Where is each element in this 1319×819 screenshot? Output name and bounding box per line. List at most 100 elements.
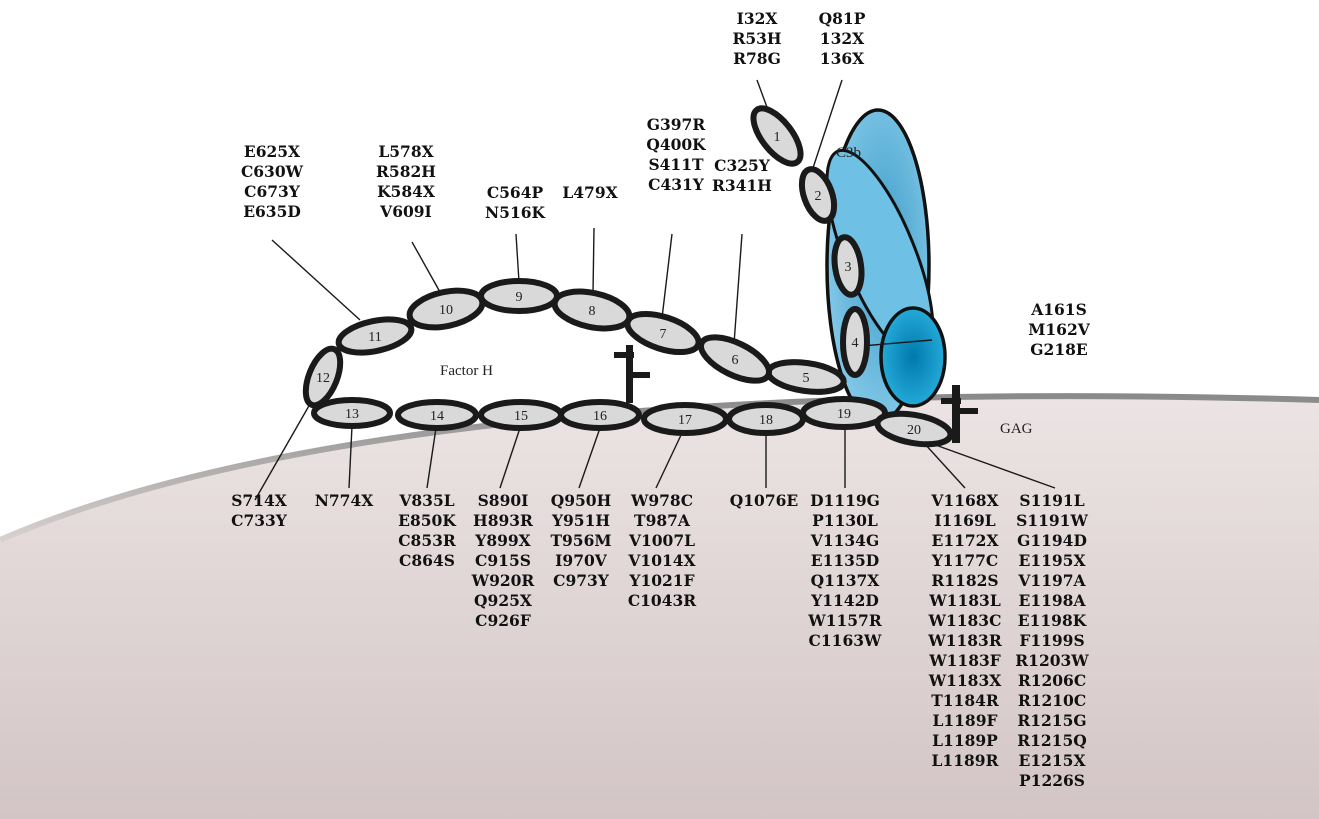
- mutation-label: V835L: [398, 491, 454, 510]
- leader-line: [593, 228, 594, 293]
- mutation-label: R1203W: [1015, 651, 1089, 670]
- scr-domain-number: 16: [593, 409, 607, 424]
- mutation-label: G397R: [647, 115, 706, 134]
- mutation-label: V1014X: [627, 551, 696, 570]
- mutation-label: L1189P: [932, 731, 998, 750]
- mutation-label: D1119G: [810, 491, 880, 510]
- mutation-label: G1194D: [1017, 531, 1087, 550]
- scr-domain-number: 13: [345, 407, 359, 422]
- mutation-label: R341H: [712, 176, 772, 195]
- mutation-label: Q1137X: [811, 571, 881, 590]
- mutation-label: R78G: [733, 49, 781, 68]
- scr-domain-number: 18: [759, 413, 773, 428]
- mutation-label: L578X: [378, 142, 434, 161]
- mutation-label: T987A: [634, 511, 691, 530]
- mutation-label: Q925X: [474, 591, 533, 610]
- mutation-label: C630W: [241, 162, 304, 181]
- mutation-label: I1169L: [934, 511, 995, 530]
- scr-domain-number: 3: [845, 260, 852, 275]
- mutation-label: L1189R: [932, 751, 999, 770]
- mutation-label: R53H: [732, 29, 781, 48]
- leader-line: [272, 240, 360, 320]
- mutation-label: E1135D: [811, 551, 879, 570]
- mutation-label: Y951H: [551, 511, 610, 530]
- mutation-label: H893R: [473, 511, 533, 530]
- leader-line: [516, 234, 519, 282]
- mutation-label: Q1076E: [730, 491, 799, 510]
- mutation-group: S1191LS1191WG1194DE1195XV1197AE1198AE119…: [1015, 491, 1089, 790]
- gag-label: GAG: [1000, 421, 1033, 437]
- scr-domain-number: 8: [589, 304, 596, 319]
- mutation-label: V1007L: [628, 531, 695, 550]
- mutation-label: R1206C: [1018, 671, 1086, 690]
- mutation-label: G218E: [1030, 340, 1088, 359]
- mutation-label: Q400K: [646, 135, 706, 154]
- leader-line: [412, 242, 440, 292]
- mutation-label: W1183R: [927, 631, 1002, 650]
- mutation-label: E1215X: [1019, 751, 1087, 770]
- mutation-label: I970V: [555, 551, 608, 570]
- mutation-label: N774X: [315, 491, 375, 510]
- leader-line: [662, 234, 672, 318]
- mutation-label: R1182S: [931, 571, 998, 590]
- mutation-label: L1189F: [932, 711, 997, 730]
- scr-domain-number: 20: [907, 423, 921, 438]
- mutation-label: C733Y: [231, 511, 288, 530]
- mutation-label: C853R: [398, 531, 456, 550]
- mutation-label: W1183X: [928, 671, 1003, 690]
- mutation-group: Q1076E: [730, 491, 799, 510]
- scr-domain-number: 17: [678, 413, 692, 428]
- scr-domain-number: 9: [516, 290, 523, 305]
- mutation-label: I32X: [737, 9, 779, 28]
- mutation-group: A161SM162VG218E: [1028, 300, 1091, 359]
- mutation-label: E1198A: [1019, 591, 1087, 610]
- mutation-group: G397RQ400KS411TC431Y: [646, 115, 706, 194]
- mutation-label: S890I: [478, 491, 529, 510]
- scr-domain-number: 7: [660, 327, 667, 342]
- gag-anchor-left: [614, 345, 650, 403]
- mutation-label: Q81P: [819, 9, 866, 28]
- mutation-label: N516K: [485, 203, 546, 222]
- scr-domain-number: 5: [803, 371, 810, 386]
- mutation-label: T956M: [550, 531, 611, 550]
- mutation-label: C915S: [475, 551, 531, 570]
- scr-domain-number: 1: [774, 130, 781, 145]
- mutation-label: V1134G: [810, 531, 879, 550]
- mutation-label: Q950H: [551, 491, 612, 510]
- mutation-label: 136X: [820, 49, 865, 68]
- mutation-label: R1210C: [1018, 691, 1086, 710]
- mutation-group: N774X: [315, 491, 375, 510]
- mutation-label: L479X: [562, 183, 618, 202]
- mutation-label: W978C: [630, 491, 693, 510]
- scr-domain-number: 14: [430, 409, 444, 424]
- mutation-label: S411T: [648, 155, 704, 174]
- leader-line: [734, 234, 742, 344]
- scr-domain-number: 6: [732, 353, 739, 368]
- mutation-group: Q950HY951HT956MI970VC973Y: [550, 491, 611, 590]
- mutation-label: S1191L: [1019, 491, 1084, 510]
- mutation-label: Y1021F: [628, 571, 694, 590]
- mutation-label: C325Y: [714, 156, 771, 175]
- mutation-label: P1130L: [812, 511, 878, 530]
- mutation-label: 132X: [820, 29, 865, 48]
- mutation-label: C973Y: [553, 571, 610, 590]
- mutation-label: C1163W: [809, 631, 882, 650]
- mutation-label: W1183C: [928, 611, 1002, 630]
- mutation-label: W1183F: [928, 651, 1001, 670]
- mutation-label: R1215Q: [1017, 731, 1087, 750]
- mutation-label: C564P: [487, 183, 544, 202]
- mutation-label: R1215G: [1017, 711, 1086, 730]
- mutation-label: W1157R: [807, 611, 882, 630]
- factor-h-label: Factor H: [440, 363, 493, 379]
- scr-domain-number: 2: [815, 189, 822, 204]
- mutation-label: W920R: [471, 571, 535, 590]
- mutation-label: R582H: [376, 162, 436, 181]
- mutation-label: E1172X: [932, 531, 1000, 550]
- scr-domain-number: 11: [368, 330, 381, 345]
